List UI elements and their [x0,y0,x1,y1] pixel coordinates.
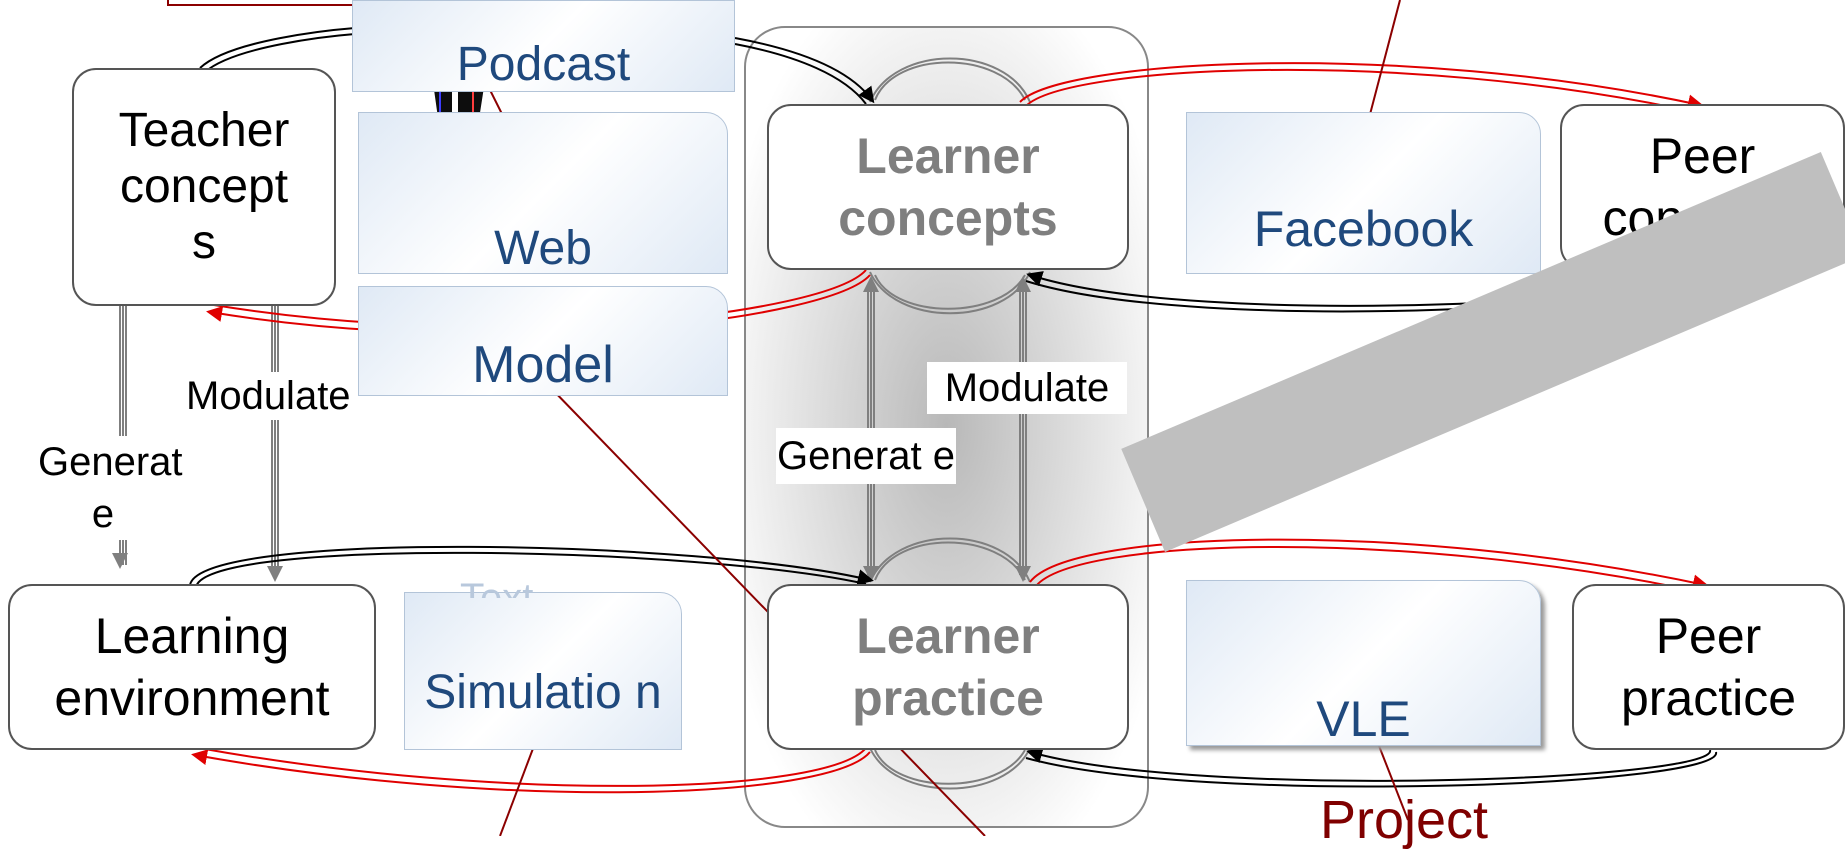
learning-environment-box: Learning environment [8,584,376,750]
model-label: Model [472,336,614,394]
learner-concepts-box: Learner concepts [767,104,1129,270]
learner-practice-label: Learner practice [852,608,1044,726]
learner-concepts-label: Learner concepts [838,128,1058,246]
center-modulate-arrow [1015,276,1031,582]
podcast-label: Podcast [456,37,631,91]
learner-loops [869,57,1031,790]
peer-practice-label: Peer practice [1620,608,1797,726]
model-box: Model [358,286,728,396]
web-label: Web [494,221,592,275]
vle-label: VLE [1316,691,1411,747]
web-box: Web [358,112,728,275]
simulation-label: Simulatio n [424,666,662,719]
modulate-label-center: Modulate [927,362,1127,414]
generate-label-left: Generat e [38,436,183,540]
teacher-concepts-box: Teacher concept s [72,68,336,306]
learning-environment-label: Learning environment [54,608,330,726]
facebook-box: Facebook [1186,112,1541,274]
hidden-text-label: Text [460,576,534,598]
vle-box: VLE [1186,580,1541,747]
modulate-label-left: Modulate [186,372,351,420]
peer-practice-box: Peer practice [1572,584,1845,750]
simulation-box: Simulatio n [404,592,682,750]
learner-practice-box: Learner practice [767,584,1129,750]
facebook-label: Facebook [1253,201,1474,257]
project-label: Project [1320,790,1489,850]
left-modulate-arrow [267,274,283,582]
teacher-concepts-label: Teacher concept s [118,104,290,269]
podcast-box: Podcast [352,0,735,92]
generate-label-center: Generat e [776,428,956,484]
